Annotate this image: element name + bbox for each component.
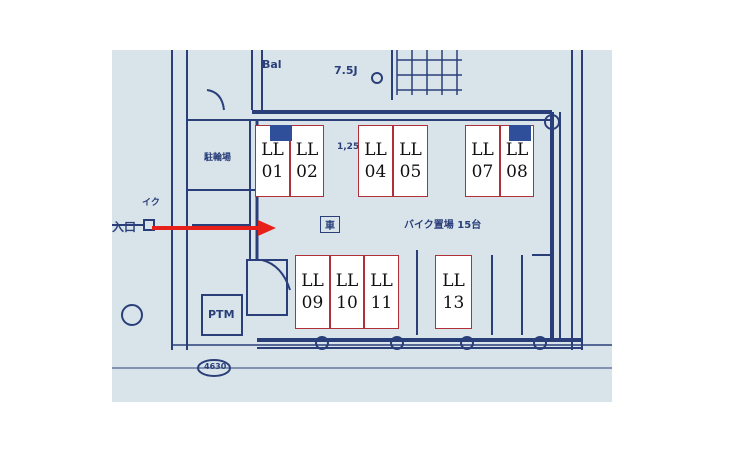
lot-prefix: LL	[295, 140, 319, 160]
parking-lot-ll02[interactable]: LL 02	[290, 125, 324, 197]
lot-number: 01	[261, 162, 284, 182]
area-label: 7.5J	[334, 64, 358, 77]
lot-number: 07	[471, 162, 494, 182]
room-label-bal: Bal	[262, 58, 282, 71]
lot-prefix: LL	[335, 271, 359, 291]
ptm-label: PTM	[208, 308, 235, 321]
lot-prefix: LL	[364, 140, 387, 160]
lot-number: 09	[301, 293, 324, 313]
lot-prefix: LL	[261, 140, 284, 160]
center-room-label: 車	[320, 216, 340, 233]
parking-lot-ll13[interactable]: LL 13	[435, 255, 472, 329]
parking-lot-ll05[interactable]: LL 05	[393, 125, 428, 197]
parking-lot-ll11[interactable]: LL 11	[364, 255, 399, 329]
parking-lot-ll09[interactable]: LL 09	[295, 255, 330, 329]
lot-prefix: LL	[471, 140, 494, 160]
lot-number: 13	[442, 293, 465, 313]
lot-prefix: LL	[301, 271, 324, 291]
marker-ll01	[270, 125, 292, 141]
parking-lot-ll04[interactable]: LL 04	[358, 125, 393, 197]
floor-plan-lines	[112, 50, 612, 377]
lot-prefix: LL	[370, 271, 393, 291]
lot-number: 08	[506, 162, 528, 182]
lot-prefix: LL	[399, 140, 422, 160]
lot-prefix: LL	[442, 271, 465, 291]
parking-lot-ll10[interactable]: LL 10	[330, 255, 364, 329]
entrance-arrow-icon	[152, 220, 276, 236]
lot-number: 05	[399, 162, 422, 182]
dimension-label: 1,250	[337, 142, 366, 152]
bottom-dimension-label: 4630	[204, 362, 227, 371]
marker-ll08	[509, 125, 531, 141]
bike-note-label: バイク置場 15台	[404, 220, 482, 231]
entrance-label: 入口	[112, 220, 137, 234]
bike-parking-label: 駐輪場	[204, 153, 232, 163]
lot-number: 10	[336, 293, 358, 313]
lot-prefix: LL	[505, 140, 529, 160]
lot-number: 11	[370, 293, 393, 313]
lot-number: 02	[296, 162, 318, 182]
lot-number: 04	[364, 162, 387, 182]
sign-label: イク	[142, 198, 160, 208]
parking-lot-ll07[interactable]: LL 07	[465, 125, 500, 197]
